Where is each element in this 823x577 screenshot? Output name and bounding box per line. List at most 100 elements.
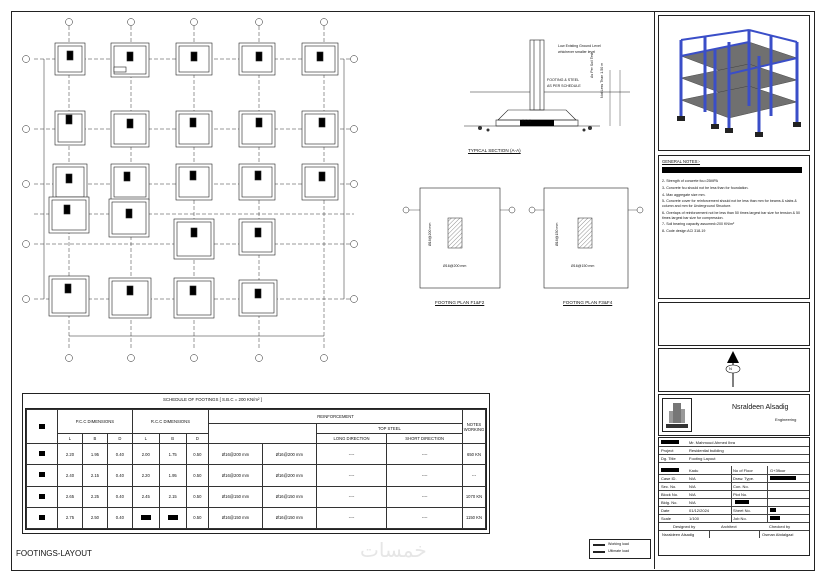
rcc-header: R.C.C DIMENSIONS <box>131 409 210 434</box>
plan1-title: FOOTING PLAN F1&F2 <box>435 300 485 305</box>
footing <box>175 110 213 148</box>
note-item: 6- Overlaps of reinforcement not be less… <box>662 211 801 220</box>
pcc-d-header: D <box>106 433 133 444</box>
general-notes-heading: GENERAL NOTES:- <box>662 159 701 164</box>
footing <box>238 163 276 201</box>
section-ground-note: Low Existing Ground Level <box>558 44 601 48</box>
redacted-cell <box>661 468 679 472</box>
plan1-long-rebar: Ø16@200 mm <box>443 264 467 268</box>
note-item: 4- Max aggregate size mm. <box>662 193 706 197</box>
north-label: N <box>729 366 732 371</box>
footing <box>52 163 88 201</box>
pcc-b-header: B <box>81 433 108 444</box>
redacted-cell <box>770 508 776 512</box>
job-key: Job No. <box>733 516 747 521</box>
section-ground-note-2: whichever smaller level <box>558 50 596 54</box>
footing <box>238 42 276 76</box>
sec-value: N/A <box>689 484 696 489</box>
plan1-short-rebar: Ø16@200 mm <box>428 222 432 246</box>
dwg-title-value: Footing Layout <box>689 456 716 461</box>
typical-section-drawing <box>464 39 630 132</box>
axis-bubble <box>255 18 263 26</box>
redacted-cell <box>770 476 796 480</box>
designed-by-key: Designed by <box>673 524 696 529</box>
note-item: 3- Concrete fcu should not be less than … <box>662 186 749 190</box>
footing <box>173 277 215 319</box>
bldg-key: Bldg. No. <box>661 500 678 505</box>
designer-value: Nsraldeen Alsadig <box>662 532 695 537</box>
section-title: TYPICAL SECTION (A-A) <box>468 148 521 153</box>
top-steel-header: TOP STEEL <box>315 423 464 434</box>
case-key: Case ID. <box>661 476 677 481</box>
section-height-note: As Per Soil Test <box>590 52 594 78</box>
footing-schedule: SCHEDULE OF FOOTINGS [ S.B.C = 200 KN/m²… <box>22 393 490 534</box>
footing <box>108 277 152 319</box>
footing-type-header <box>26 409 58 444</box>
note-item: 5- Concrete cover for reinforcement shou… <box>662 199 797 208</box>
footing-layout-plan <box>22 18 358 362</box>
footing <box>238 110 276 148</box>
footing <box>238 279 278 317</box>
axis-bubble <box>65 18 73 26</box>
plan2-long-rebar: Ø16@150 mm <box>571 264 595 268</box>
axis-bubble <box>22 180 30 188</box>
project-value: Residential building <box>689 448 724 453</box>
axis-bubble <box>190 354 198 362</box>
notes-header: NOTES WORKING <box>462 409 486 444</box>
floor-key: No of Floor <box>733 468 753 473</box>
axis-bubble <box>350 240 358 248</box>
general-notes-panel: GENERAL NOTES:- 2- Strength of concrete … <box>658 155 810 299</box>
plot-key: Plot No. <box>733 492 748 497</box>
schedule-table: P.C.C DIMENSIONS R.C.C DIMENSIONS REINFO… <box>26 409 486 530</box>
schedule-caption: SCHEDULE OF FOOTINGS [ S.B.C = 200 KN/m²… <box>163 397 262 402</box>
axis-bubble <box>65 354 73 362</box>
model-3d-render <box>677 29 801 137</box>
axis-bubble <box>127 354 135 362</box>
note-item: 7- Soil bearing capacity assumed=200 KN/… <box>662 222 735 226</box>
section-pcc-label: P.C.C <box>522 119 532 123</box>
company-box: Nsraldeen Alsadig Engineering <box>658 394 810 436</box>
watermark: خمسات <box>360 538 427 562</box>
client-name: Mr. Mahmoud Ahmed Ibra <box>689 440 736 445</box>
sheet-key: Sheet No. <box>733 508 751 513</box>
block-key: Block No. <box>661 492 679 497</box>
footing-plan-2 <box>528 187 644 289</box>
axis-bubble <box>127 18 135 26</box>
footing <box>301 163 339 201</box>
footing <box>110 42 150 78</box>
legend-working: Working load <box>608 542 629 546</box>
footing <box>54 42 86 76</box>
model-3d-panel <box>658 15 810 151</box>
footing <box>301 110 339 148</box>
date-key: Date <box>661 508 670 513</box>
revision-box <box>658 302 810 346</box>
scale-key: Scale <box>661 516 672 521</box>
section-footing-note-2: AS PER SCHEDULE <box>547 84 581 88</box>
axis-bubble <box>350 55 358 63</box>
axis-bubble <box>190 18 198 26</box>
north-arrow-icon <box>727 351 739 363</box>
redacted-cell <box>770 516 780 520</box>
rcc-d-header: D <box>185 433 210 444</box>
title-strip-divider <box>654 11 655 569</box>
axis-bubble <box>320 18 328 26</box>
company-logo <box>662 398 692 432</box>
case-value: N/A <box>689 476 696 481</box>
footing <box>48 196 90 234</box>
drawing-title: FOOTINGS-LAYOUT <box>16 549 92 558</box>
top-long-header: LONG DIRECTION <box>315 433 388 444</box>
company-name: Nsraldeen Alsadig <box>732 404 789 411</box>
rcc-l-header: L <box>131 433 160 444</box>
floor-value: G+3floor <box>770 468 786 473</box>
architect-key: Architect <box>721 524 737 529</box>
footing <box>301 42 339 76</box>
footing <box>48 275 90 317</box>
axis-bubble <box>22 240 30 248</box>
north-arrow-box: N <box>658 348 810 392</box>
top-short-header: SHORT DIRECTION <box>386 433 463 444</box>
axis-bubble <box>320 354 328 362</box>
legend-ultimate: Ultimate load <box>608 549 629 553</box>
